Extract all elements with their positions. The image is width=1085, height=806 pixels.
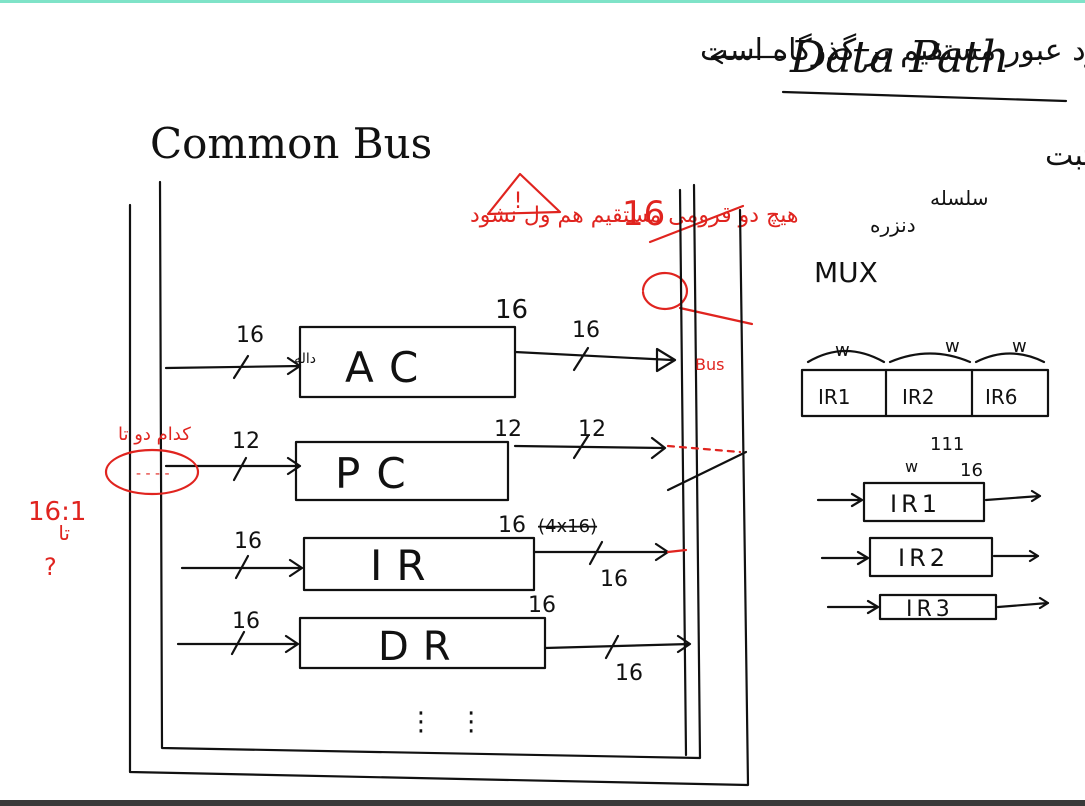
register-ir-struck: (4x16) [538, 516, 597, 537]
window-bottom-bar [0, 800, 1085, 806]
register-ir-out-arrow [532, 542, 670, 562]
register-pc-size: 12 [494, 417, 522, 442]
register-dr-out-width: 16 [615, 661, 643, 686]
ir-stack-width: 16 [960, 460, 983, 481]
ir-split-label-3: IR6 [985, 385, 1018, 409]
register-ir-in-width: 16 [234, 529, 262, 554]
ir-stack-1-label: IR1 [890, 490, 941, 518]
common-bus-title: Common Bus [150, 119, 432, 168]
ir-stack-count: 111 [930, 434, 964, 455]
register-ac-out-width: 16 [572, 318, 600, 343]
ir-stack-w: w [905, 457, 918, 476]
register-pc-strike [666, 450, 748, 492]
mux-label: MUX [814, 256, 878, 289]
register-ir-box [302, 536, 536, 592]
ir-split-label-1: IR1 [818, 385, 851, 409]
register-dr-in-slash [230, 630, 246, 656]
ir-stack-1-arrows [816, 489, 1042, 508]
bus-inner-wall [158, 180, 702, 760]
bus-outer-wall [128, 203, 750, 787]
register-pc-in-arrow [164, 456, 302, 476]
register-pc-in-slash [232, 456, 248, 482]
ir-stack-3-box [878, 593, 998, 621]
register-pc-in-width: 12 [232, 429, 260, 454]
register-ac-out-slash [572, 346, 590, 372]
register-pc-label: PC [335, 449, 422, 498]
definition-arrow [710, 49, 787, 65]
register-ac-size: 16 [495, 295, 528, 325]
register-dr-box [298, 616, 547, 670]
register-ac-in-slash [232, 354, 250, 380]
register-dr-out-slash [604, 634, 620, 660]
register-ir-in-slash [234, 554, 250, 580]
ir-split-braces [806, 349, 1046, 364]
left-note-dots: - - - - [136, 466, 170, 482]
note-line-3: دنزره [870, 213, 916, 237]
ir-split-w-3: w [1012, 336, 1027, 357]
left-note-question: کدام دو تا [118, 424, 191, 445]
ir-split-label-2: IR2 [902, 385, 935, 409]
left-note-question-mark: ? [44, 553, 57, 581]
warning-triangle-icon [486, 172, 562, 216]
bus-warning-text: هیچ دو قرومی مستقیم هم ول نشود [470, 203, 798, 228]
bus-label: Bus [695, 355, 724, 374]
left-note-circle [104, 448, 200, 496]
left-note-unit: تا [58, 521, 70, 545]
ir-stack-2-arrows [820, 549, 1040, 566]
register-ac-out-arrow [513, 347, 677, 373]
note-line-2: سلسله [930, 186, 989, 210]
register-dr-in-width: 16 [232, 609, 260, 634]
register-dr-label: DR [378, 624, 465, 670]
register-ir-size: 16 [498, 513, 526, 538]
ir-split-dividers [884, 368, 974, 418]
ir-split-w-2: w [945, 336, 960, 357]
more-registers-ellipsis: ⋮ ⋮ [408, 707, 492, 737]
ir-stack-2-label: IR2 [898, 544, 949, 572]
left-note-ratio: 16:1 [28, 497, 86, 527]
register-ir-red-tick [666, 548, 688, 554]
persian-definition: دو رکورد عبور مستقیم بر گذرگاه است [700, 33, 1085, 68]
ir-split-box [800, 368, 1050, 418]
register-pc-out-width: 12 [578, 417, 606, 442]
ir-stack-3-arrows [826, 596, 1050, 615]
ir-split-w-1: w [835, 340, 850, 361]
bus-width-slash [648, 204, 745, 244]
register-ac-in-width: 16 [236, 323, 264, 348]
note-line-1: الگوریتم ثبت [1045, 138, 1085, 173]
register-ac-prefix: داله [294, 351, 316, 367]
register-ac-label: AC [345, 343, 434, 392]
window-top-accent [0, 0, 1085, 3]
register-pc-out-arrow [513, 436, 667, 460]
register-ir-label: IR [370, 541, 440, 590]
register-pc-box [294, 440, 510, 502]
bus-divider-line [678, 188, 688, 757]
register-ac-box [298, 325, 517, 399]
register-dr-size: 16 [528, 593, 556, 618]
register-ir-out-slash [588, 540, 604, 566]
register-ir-out-width: 16 [600, 567, 628, 592]
warning-mark: ! [514, 189, 523, 214]
magnifier-icon [641, 271, 754, 326]
ir-stack-3-label: IR3 [906, 597, 954, 622]
ir-stack-2-box [868, 536, 994, 578]
ir-stack-1-box [862, 481, 986, 523]
register-pc-out-slash [572, 434, 590, 460]
title-data-path: Data Path [789, 32, 1009, 83]
register-pc-red-dash [666, 444, 742, 454]
register-ac-in-arrow [164, 356, 302, 376]
title-underline [781, 90, 1068, 103]
register-dr-out-arrow [543, 634, 692, 654]
bus-width-label: 16 [622, 194, 665, 234]
